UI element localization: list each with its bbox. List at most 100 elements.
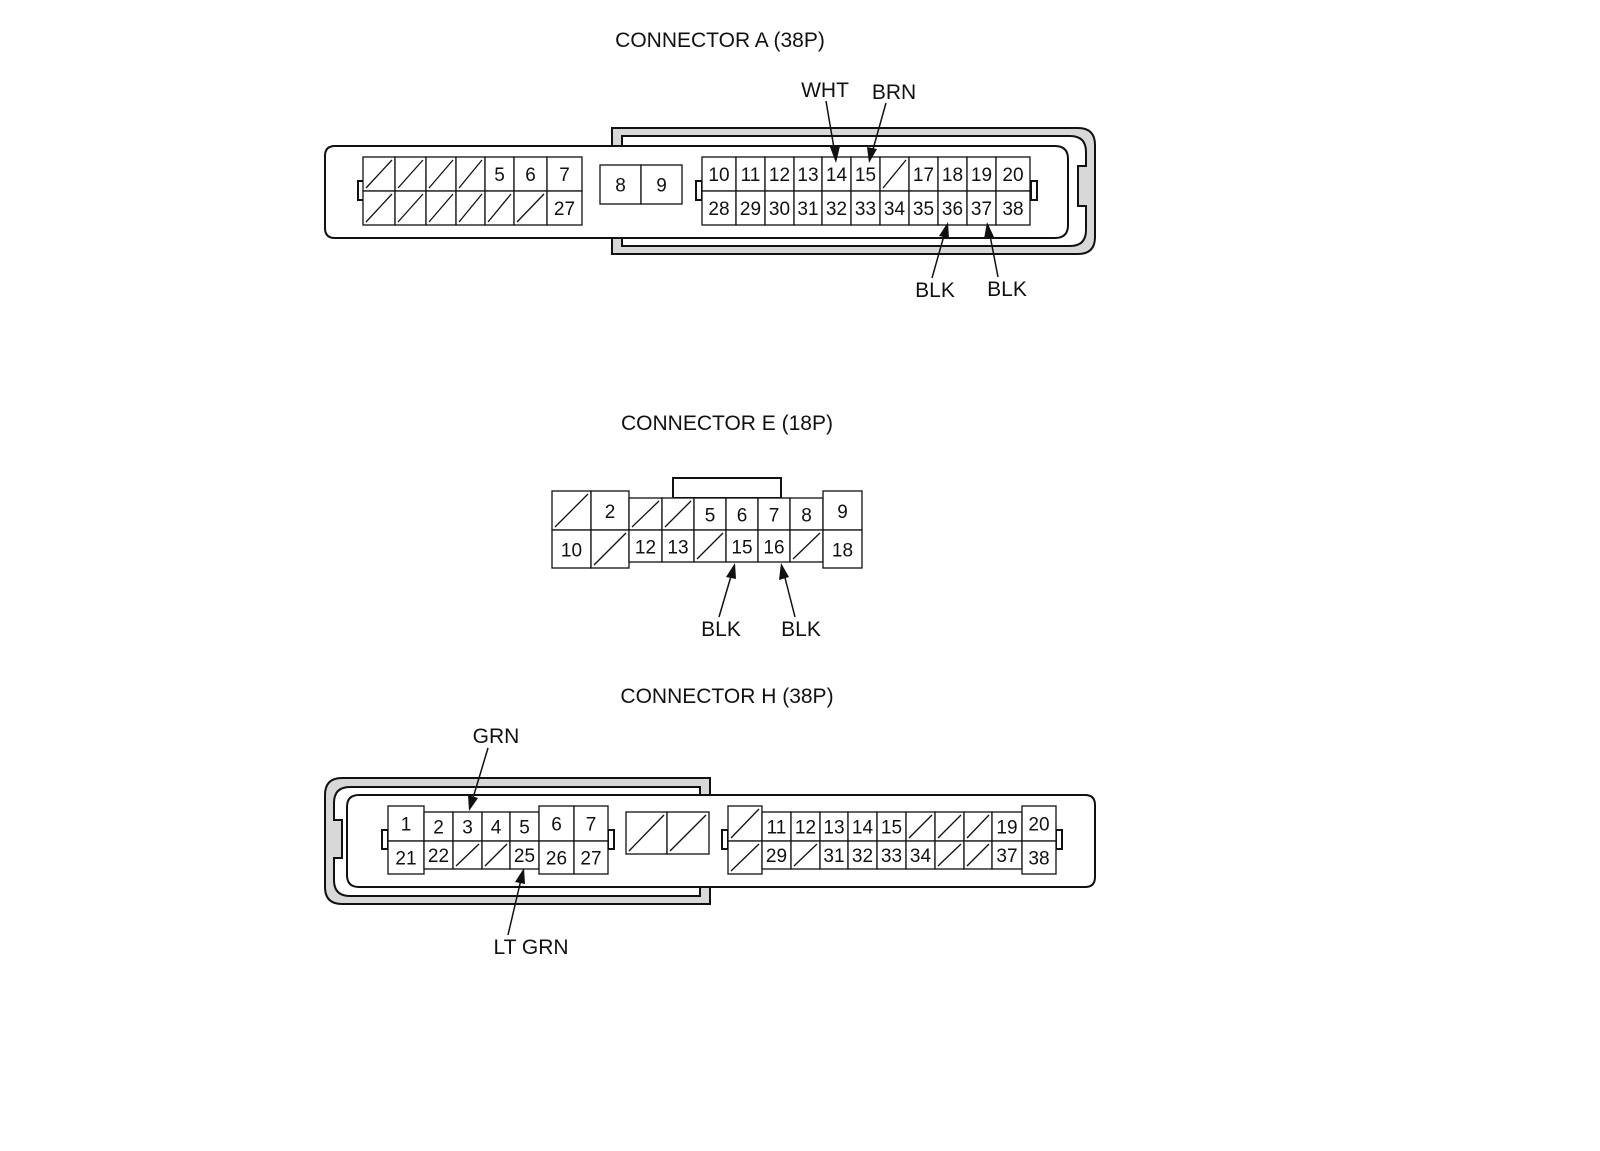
wire-label-blk: BLK — [915, 279, 955, 302]
pin-number: 5 — [705, 506, 716, 527]
pin-cell — [789, 497, 824, 531]
pin-cavity: 9 — [822, 490, 863, 531]
empty-cavity — [934, 811, 965, 842]
empty-cavity — [362, 156, 396, 192]
empty-cavity — [481, 840, 511, 870]
slash-icon — [428, 193, 454, 223]
connector-h-title: CONNECTOR H (38P) — [620, 685, 833, 708]
arrowhead-icon — [726, 563, 736, 579]
pin-cavity: 35 — [908, 190, 939, 226]
pin-cavity: 30 — [764, 190, 795, 226]
connector-h-right-key-right — [1055, 829, 1063, 850]
empty-cavity — [727, 840, 763, 875]
slash-icon — [937, 843, 962, 867]
pin-cavity: 15 — [725, 529, 759, 563]
pin-number: 38 — [1028, 848, 1049, 869]
pin-cell — [822, 529, 863, 569]
pin-cavity: 8 — [599, 164, 642, 205]
pin-cavity: 5 — [484, 156, 515, 192]
pin-cell — [991, 840, 1023, 870]
pin-number: 30 — [769, 199, 790, 220]
pin-number: 31 — [823, 846, 844, 867]
pin-number: 12 — [635, 538, 656, 559]
connector-h-left-key — [381, 829, 389, 850]
pin-cavity: 1 — [387, 805, 425, 842]
slash-icon — [882, 159, 907, 189]
pin-cavity: 37 — [966, 190, 997, 226]
pin-cell — [725, 529, 759, 563]
pin-number: 1 — [401, 814, 412, 835]
pin-cavity: 11 — [735, 156, 766, 192]
pin-cell — [387, 840, 425, 875]
pin-cell — [423, 840, 454, 870]
pin-cavity: 10 — [551, 529, 592, 569]
pin-number: 9 — [837, 502, 848, 523]
empty-cavity — [661, 497, 695, 531]
pin-cell — [819, 840, 849, 870]
connector-a-right-key-right — [1030, 180, 1038, 201]
arrowhead-icon — [515, 868, 525, 884]
arrowhead-icon — [830, 146, 840, 163]
empty-cavity — [727, 805, 763, 842]
slash-icon — [487, 193, 512, 223]
pin-number: 13 — [797, 165, 818, 186]
wire-label-brn: BRN — [872, 81, 916, 104]
pin-number: 14 — [852, 817, 874, 838]
pin-cavity: 19 — [991, 811, 1023, 842]
pin-cavity: 18 — [822, 529, 863, 569]
wire-label-wht: WHT — [801, 79, 849, 102]
pin-number: 16 — [763, 538, 784, 559]
pin-cell — [847, 840, 878, 870]
pin-number: 3 — [462, 817, 473, 838]
pin-number: 21 — [395, 848, 416, 869]
pin-cell — [387, 805, 425, 842]
slash-icon — [365, 193, 393, 223]
slash-icon — [484, 843, 508, 867]
pin-cavity: 38 — [995, 190, 1031, 226]
pin-cavity: 9 — [640, 164, 683, 205]
pin-cavity: 13 — [819, 811, 849, 842]
pin-cell — [937, 156, 968, 192]
pin-number: 31 — [797, 199, 818, 220]
arrowhead-icon — [779, 563, 789, 580]
slash-icon — [458, 193, 483, 223]
pin-number: 6 — [551, 814, 562, 835]
connector-a-wire-blk-37: BLK — [984, 222, 1027, 301]
pin-cell — [546, 156, 583, 192]
slash-icon — [397, 193, 424, 223]
pin-cell — [847, 811, 878, 842]
pin-number: 34 — [910, 846, 932, 867]
slash-icon — [937, 814, 962, 839]
pin-cavity: 12 — [764, 156, 795, 192]
pin-number: 8 — [615, 175, 626, 196]
pin-number: 20 — [1002, 165, 1023, 186]
connector-h-wire-lt-grn: LT GRN — [493, 868, 569, 959]
slash-icon — [365, 159, 393, 189]
slash-icon — [792, 532, 821, 560]
pin-number: 15 — [881, 817, 902, 838]
pin-number: 14 — [826, 165, 848, 186]
pin-number: 5 — [519, 817, 530, 838]
pin-number: 12 — [795, 817, 816, 838]
pin-cavity: 28 — [701, 190, 737, 226]
pin-cavity: 12 — [790, 811, 821, 842]
empty-cavity — [455, 156, 486, 192]
pin-cavity: 32 — [821, 190, 852, 226]
pin-number: 25 — [514, 846, 535, 867]
pin-cavity: 27 — [546, 190, 583, 226]
pin-cell — [693, 497, 727, 531]
pin-cavity: 19 — [966, 156, 997, 192]
pin-number: 29 — [740, 199, 761, 220]
pin-cell — [757, 529, 791, 563]
pin-cell — [876, 840, 907, 870]
empty-cavity — [693, 529, 727, 563]
arrowhead-icon — [984, 222, 994, 239]
pin-number: 11 — [741, 165, 761, 186]
slash-icon — [696, 532, 724, 560]
empty-cavity — [790, 840, 821, 870]
